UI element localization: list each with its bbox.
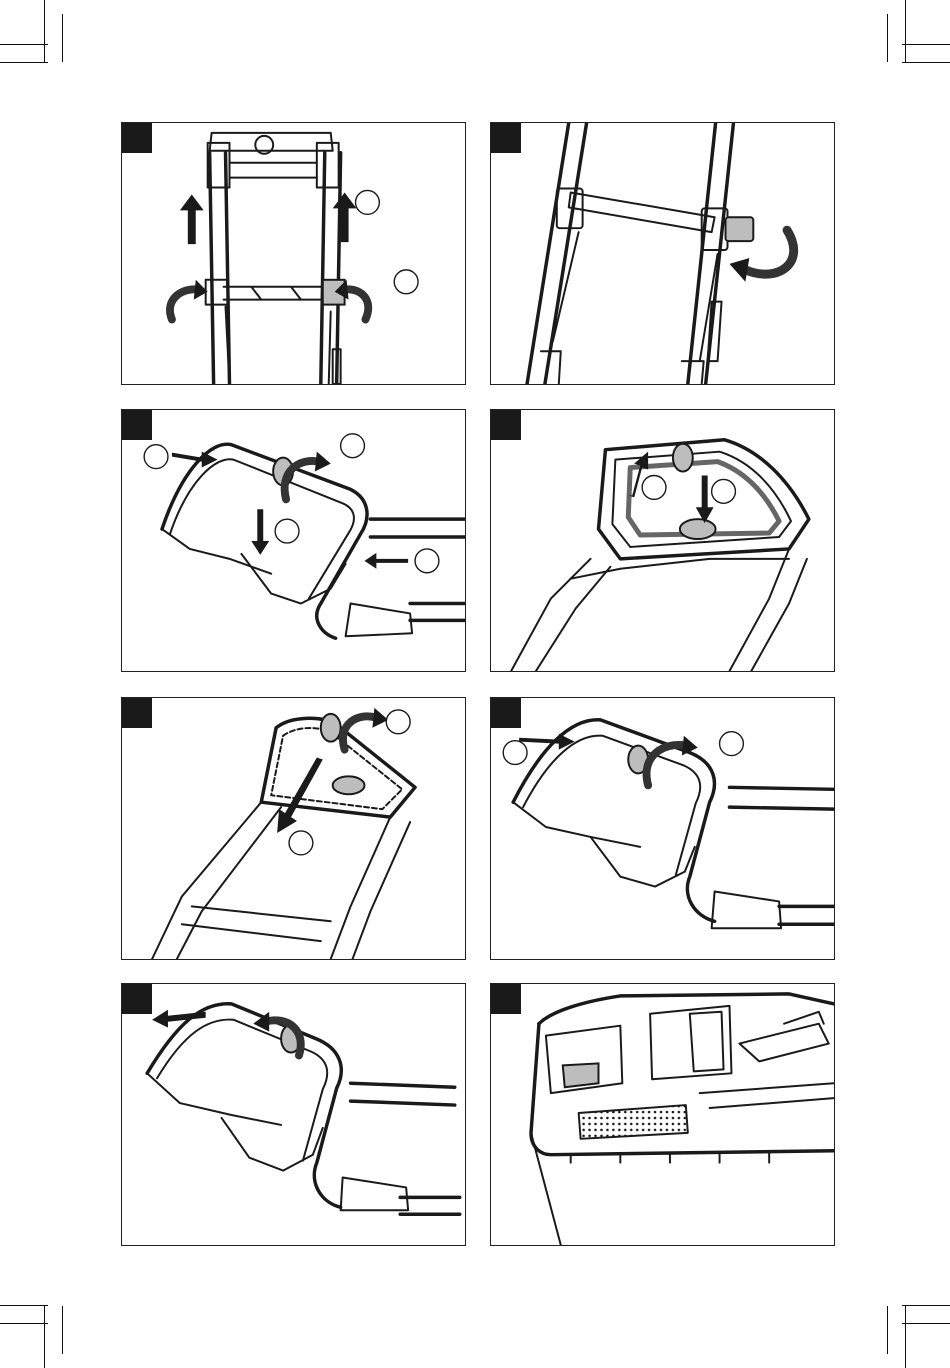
figure-panel-2: [490, 122, 835, 385]
crop-mark-bottom-right-v2: [887, 1306, 888, 1354]
figure-panel-1: [121, 122, 466, 385]
crop-mark-top-right-v: [905, 0, 906, 62]
crop-mark-bottom-left-v2: [62, 1306, 63, 1354]
bag-frame-illustration: [491, 410, 834, 671]
crop-mark-top-left-h2: [0, 62, 48, 63]
handle-knob-illustration: [491, 123, 834, 384]
crop-mark-bottom-left-h: [0, 1305, 48, 1306]
crop-mark-top-left-v2: [62, 14, 63, 62]
crop-mark-bottom-right-h2: [902, 1323, 950, 1324]
crop-mark-top-right-h: [902, 44, 950, 45]
figure-panel-6: [490, 697, 835, 960]
figure-panel-7: [121, 983, 466, 1246]
figure-panel-8: [490, 983, 835, 1246]
figure-panel-4: [490, 409, 835, 672]
crop-mark-top-right-h2: [902, 62, 950, 63]
crop-mark-top-left-h: [0, 44, 48, 45]
crop-mark-top-left-v: [44, 0, 45, 62]
crop-mark-bottom-left-v: [44, 1306, 45, 1368]
crop-mark-bottom-left-h2: [0, 1323, 48, 1324]
figure-panel-5: [121, 697, 466, 960]
handle-tighten-illustration: [491, 698, 834, 959]
handle-unfold-illustration: [122, 123, 465, 384]
battery-compartment-illustration: [491, 984, 834, 1245]
grass-bag-illustration: [122, 698, 465, 959]
crop-mark-bottom-right-h: [902, 1305, 950, 1306]
crop-mark-top-right-v2: [887, 14, 888, 62]
crop-mark-bottom-right-v: [905, 1306, 906, 1368]
handle-release-illustration: [122, 984, 465, 1245]
figure-panel-3: [121, 409, 466, 672]
upper-handle-illustration: [122, 410, 465, 671]
